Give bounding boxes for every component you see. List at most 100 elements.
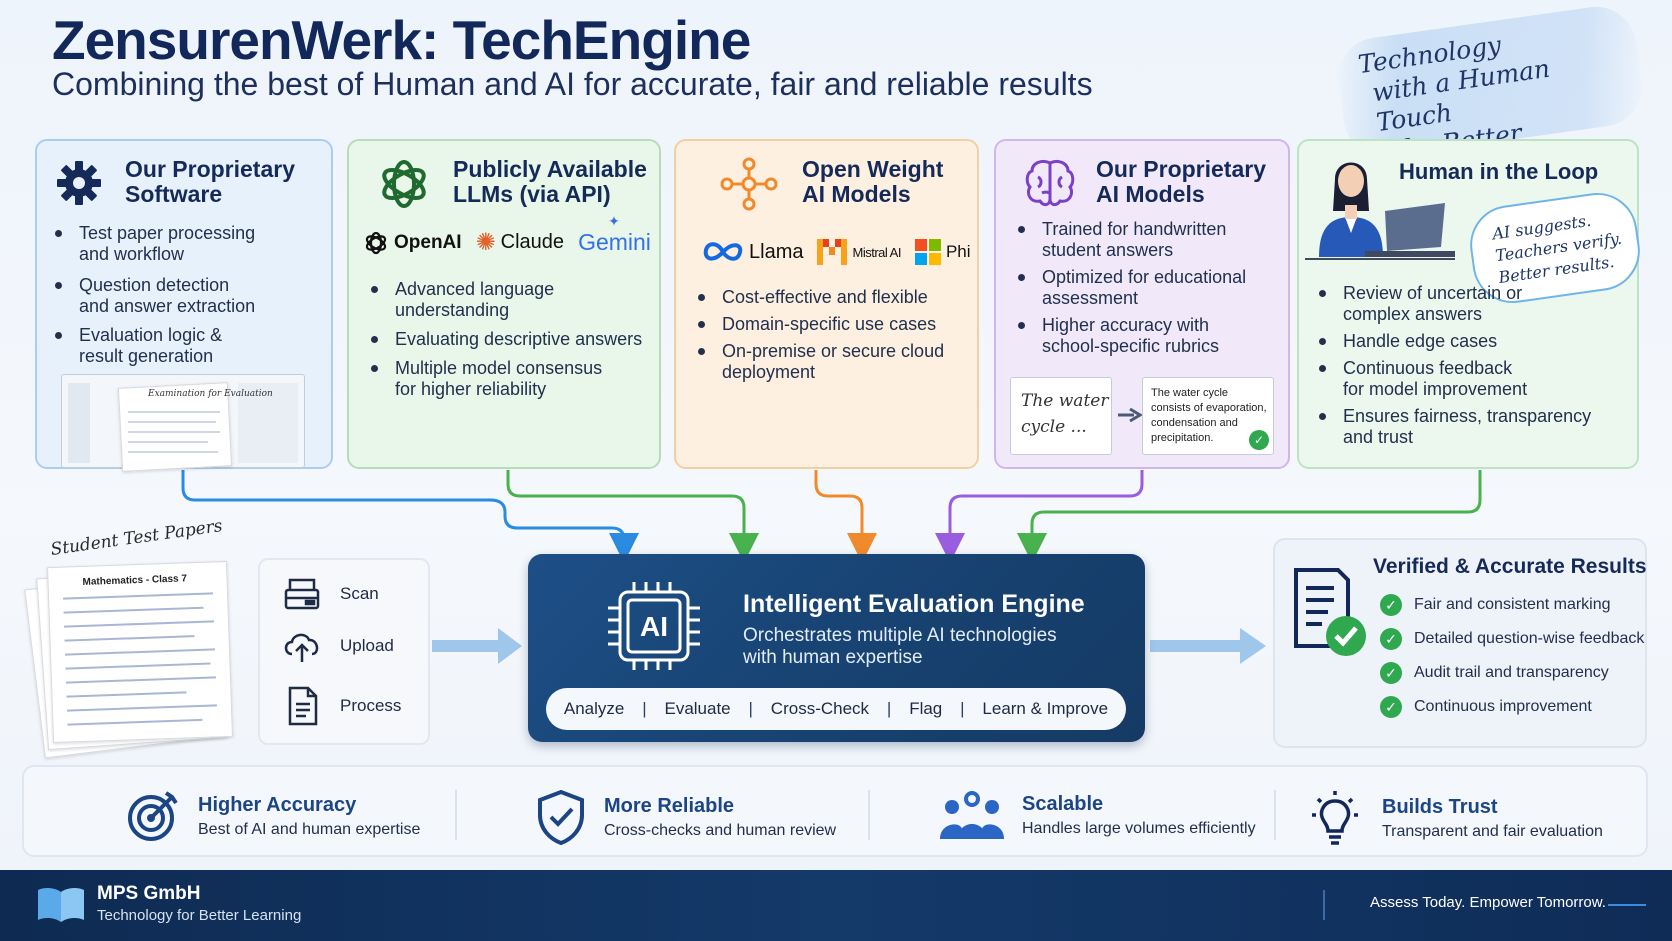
card-title: AI Models [802,181,911,207]
people-group-icon [940,791,1004,839]
sparkle-icon: ✺ [475,228,496,256]
result-item: ✓Continuous improvement [1380,696,1592,718]
step-process: Process [282,686,401,726]
bullet-item: Cost-effective and flexible [696,287,976,308]
card-proprietary-software: Our Proprietary Software Test paper proc… [35,139,333,472]
open-model-logos: Llama Mistral AI Phi [702,237,971,267]
check-icon: ✓ [1380,628,1402,650]
screenshot-heading: Examination for Evaluation [148,389,273,399]
engine-title: Intelligent Evaluation Engine [743,590,1085,618]
test-paper: Mathematics - Class 7 [46,560,234,744]
card-title: Our Proprietary [1096,156,1266,182]
engine-actions-bar: Analyze | Evaluate | Cross-Check | Flag … [546,688,1126,730]
input-steps-panel: Scan Upload Process [258,558,430,745]
arrow-right-icon [1118,407,1143,423]
mistral-m-icon [817,239,848,265]
card-title: Publicly Available [453,156,647,182]
check-icon: ✓ [1249,430,1269,450]
meta-infinity-icon [703,242,743,261]
card-title: Human in the Loop [1399,159,1599,184]
divider: | [960,699,965,718]
llm-logos: OpenAI ✺ Claude ✦ Gemini [363,213,651,256]
network-nodes-icon [720,157,778,211]
llama-logo: Llama [702,240,803,264]
page-subtitle: Combining the best of Human and AI for a… [52,66,1093,102]
phi-logo: Phi [914,239,971,265]
card-title: LLMs (via API) [453,181,611,207]
card-public-llms: Publicly Available LLMs (via API) OpenAI… [347,139,661,469]
arrow-proprietary-models [935,470,1144,563]
openai-logo: OpenAI [363,230,462,256]
divider [1274,790,1276,840]
card-proprietary-ai-models: Our Proprietary AI Models Trained for ha… [994,139,1290,469]
arrow-input-to-engine [432,628,522,664]
arrow-software [181,470,639,563]
step-upload: Upload [282,628,394,664]
bullet-list: Cost-effective and flexible Domain-speci… [696,287,976,389]
check-icon: ✓ [1380,696,1402,718]
divider: | [642,699,647,718]
microsoft-squares-icon [914,239,941,265]
card-title: Our Proprietary [125,156,295,182]
cloud-upload-icon [284,633,319,662]
engine-subtitle: Orchestrates multiple AI technologies wi… [743,625,1057,668]
software-screenshot: Examination for Evaluation [61,374,305,472]
divider [1608,904,1646,906]
arrow-human-loop [1017,470,1482,563]
step-scan: Scan [282,576,379,612]
gemini-star-icon: ✦ [608,213,620,229]
action-analyze: Analyze [563,699,625,718]
result-item: ✓Audit trail and transparency [1380,662,1609,684]
action-learn-improve: Learn & Improve [982,699,1109,718]
gemini-logo: ✦ Gemini [578,213,651,255]
open-book-icon [38,887,84,922]
card-title: Open Weight [802,156,944,182]
handwriting-sample: The water cycle ... [1010,377,1112,455]
paper-heading: Mathematics - Class 7 [82,573,188,588]
divider: | [886,699,892,718]
result-item: ✓Detailed question-wise feedback [1380,628,1644,650]
bullet-item: Handle edge cases [1317,331,1637,352]
document-icon [288,686,318,726]
action-flag: Flag [909,699,943,718]
bullet-item: Evaluation logic &result generation [53,325,323,367]
bullet-item: Domain-specific use cases [696,314,976,335]
card-open-weight-models: Open Weight AI Models Llama Mistral AI P… [674,139,979,469]
action-evaluate: Evaluate [664,699,731,718]
shield-check-icon [538,789,584,845]
divider [455,790,457,840]
results-title: Verified & Accurate Results [1373,555,1647,578]
student-papers-stack: Mathematics - Class 7 [24,560,238,760]
check-icon: ✓ [1380,662,1402,684]
footer [0,870,1672,941]
scanner-icon [284,578,320,610]
card-human-in-loop: Human in the Loop AI suggests. Teachers … [1297,139,1646,469]
divider: | [748,699,753,718]
target-icon [128,791,178,841]
divider [1323,890,1325,920]
chip-label: AI [640,611,668,642]
benefits-bar [22,765,1648,857]
bullet-item: Evaluating descriptive answers [369,329,659,350]
card-title: Software [125,181,223,207]
arrow-open-models [814,470,877,563]
gear-icon [57,161,101,205]
claude-logo: ✺ Claude [475,228,565,256]
